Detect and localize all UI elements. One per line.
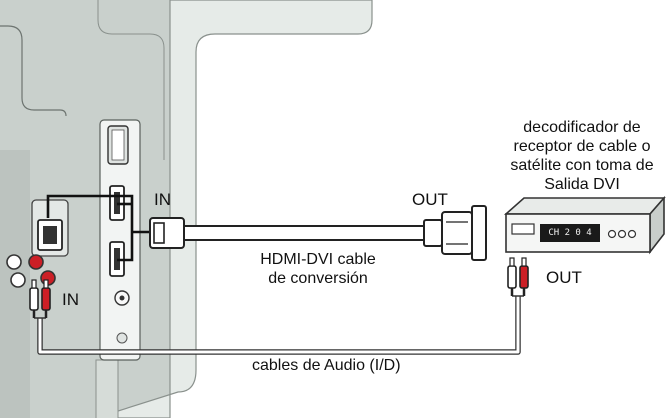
rca-white-2 <box>10 272 26 288</box>
audio-out-label: OUT <box>546 268 582 287</box>
receiver-label-line1: decodificador de <box>523 119 641 136</box>
receiver-audio-plugs <box>507 257 529 296</box>
receiver-button-1 <box>607 229 617 239</box>
dvi-plug-face <box>471 205 487 261</box>
cable-body <box>183 225 425 241</box>
receiver-box <box>503 195 666 255</box>
hdmi-plug-tip <box>153 222 165 244</box>
dvi-plug <box>441 211 473 255</box>
receiver-button-2 <box>617 229 627 239</box>
rca-red-1 <box>28 254 44 270</box>
hdmi-cable-label-line2: de conversión <box>268 270 368 287</box>
receiver-label-line3: satélite con toma de <box>510 157 654 174</box>
receiver-button-3 <box>627 229 637 239</box>
tv-rear-panel <box>95 0 373 418</box>
receiver-label-line4: Salida DVI <box>544 176 620 193</box>
hdmi-bracket <box>46 194 150 262</box>
receiver-display <box>540 224 600 242</box>
jack-panel-frame <box>99 119 141 361</box>
audio-cable-label: cables de Audio (I/D) <box>252 357 401 374</box>
panel-screw <box>116 332 128 344</box>
vga-port-inner <box>111 129 125 161</box>
receiver-label-line2: receptor de cable o <box>513 138 651 155</box>
hdmi-dvi-cable <box>149 205 487 261</box>
tv-jack-panel <box>6 119 141 361</box>
coax-port-center <box>119 295 125 301</box>
dvi-plug-collar <box>423 219 443 247</box>
tv-rear-outline <box>0 25 67 117</box>
hdmi-cable-label-line1: HDMI-DVI cable <box>260 251 376 268</box>
receiver-top <box>503 197 666 215</box>
tv-rear-edge <box>97 0 165 160</box>
receiver-slot <box>511 223 535 235</box>
receiver-display-text: CH 2 0 4 <box>548 228 592 238</box>
tv-audio-in-label: IN <box>62 290 79 309</box>
tv-audio-plugs <box>29 279 51 318</box>
rca-white-1 <box>6 254 22 270</box>
tv-bottom-edge <box>95 359 119 418</box>
left-hdmi-slot <box>43 226 57 244</box>
dvi-out-label: OUT <box>412 190 448 209</box>
tv-hdmi-in-label: IN <box>154 190 171 209</box>
